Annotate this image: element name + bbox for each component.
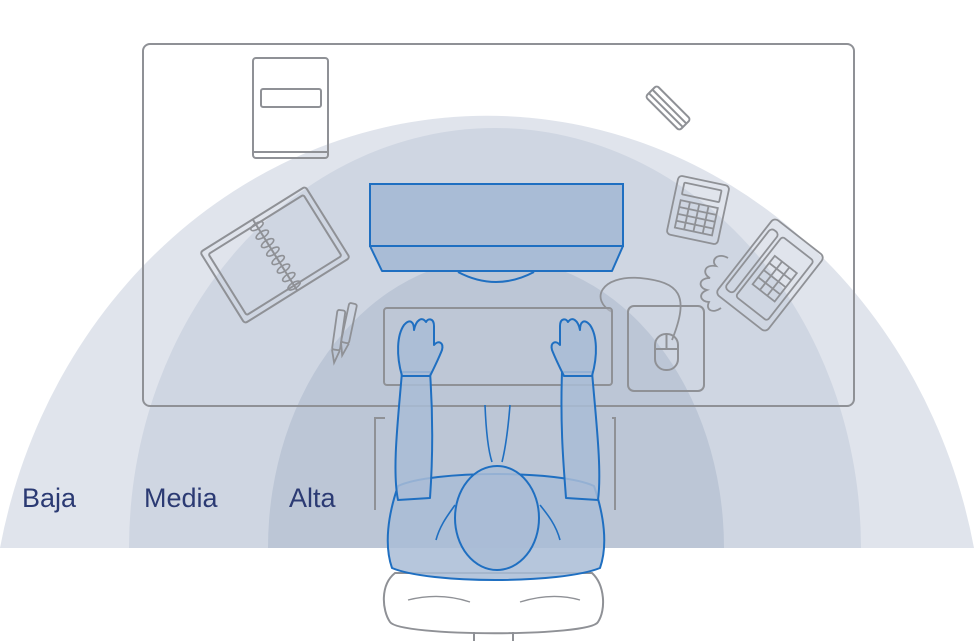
book-icon bbox=[253, 58, 328, 158]
zone-label-baja: Baja bbox=[22, 483, 77, 513]
zone-label-alta: Alta bbox=[289, 483, 337, 513]
zone-labels: Baja Media Alta bbox=[22, 483, 337, 513]
stapler-icon bbox=[645, 85, 690, 130]
zone-label-media: Media bbox=[144, 483, 219, 513]
monitor-icon bbox=[370, 184, 623, 282]
chair-icon bbox=[384, 573, 603, 641]
